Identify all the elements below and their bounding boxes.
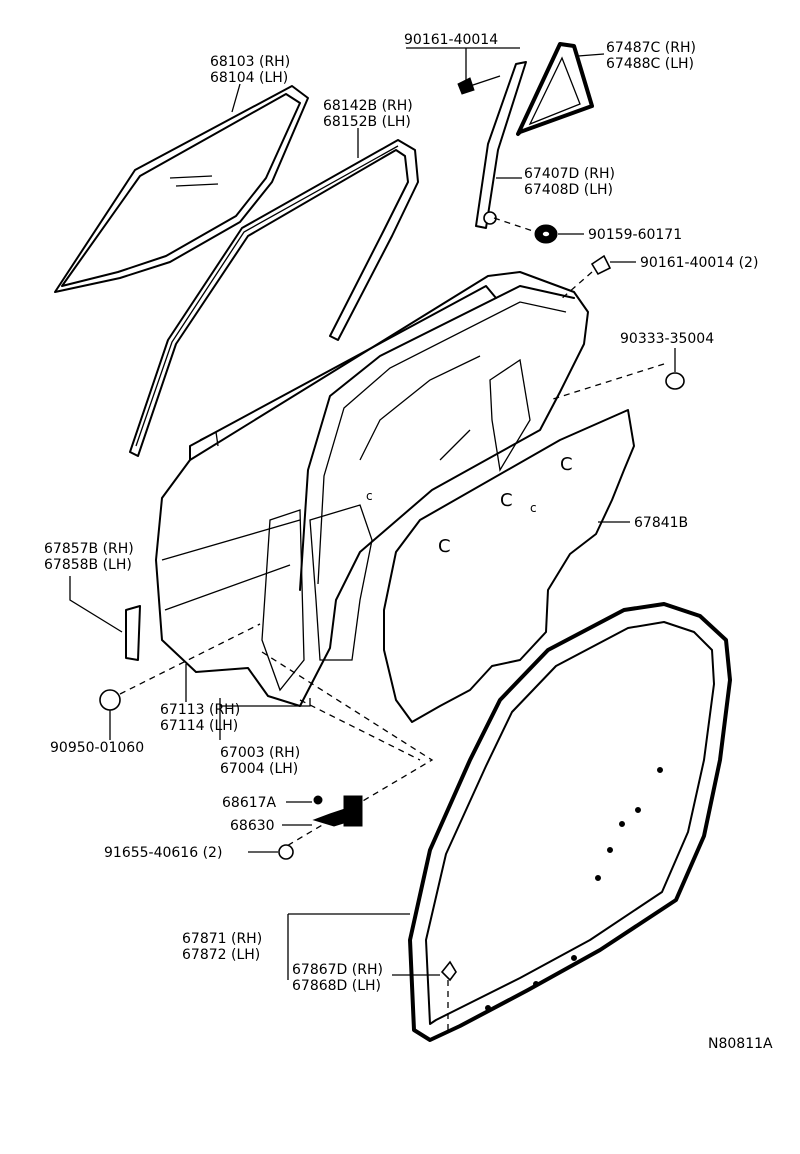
label-clip-rh: 67867D (RH) <box>292 962 383 978</box>
nut-dash <box>493 217 537 233</box>
service-cover: C C C c c <box>366 409 635 723</box>
plug-right <box>665 372 685 390</box>
label-frame-rh: 67407D (RH) <box>524 166 615 182</box>
screw-top-leader <box>406 47 520 80</box>
plug-right-dash <box>549 363 665 401</box>
label-frame-lh: 67408D (LH) <box>524 182 613 198</box>
label-clip-lh: 67868D (LH) <box>292 978 381 994</box>
strip-leader <box>287 913 410 980</box>
label-strip-lh: 67872 (LH) <box>182 947 260 963</box>
label-check: 68630 <box>230 818 275 834</box>
label-screw-top: 90161-40014 <box>404 32 498 48</box>
door-check <box>278 795 363 860</box>
nut <box>534 224 558 244</box>
label-glass-lh: 68104 (LH) <box>210 70 288 86</box>
svg-text:C: C <box>560 454 573 475</box>
plug-left <box>99 689 121 711</box>
division-frame <box>475 61 527 229</box>
label-run-rh: 68142B (RH) <box>323 98 413 114</box>
label-plug-right: 90333-35004 <box>620 331 714 347</box>
pad <box>125 605 141 661</box>
label-panel-rh: 67003 (RH) <box>220 745 300 761</box>
label-cover: 67841B <box>634 515 688 531</box>
quarter-leader <box>577 53 605 57</box>
glass-run <box>129 139 419 457</box>
svg-text:c: c <box>530 501 537 515</box>
door-glass <box>54 85 309 293</box>
pad-leader <box>69 576 123 633</box>
label-pin: 68617A <box>222 795 277 811</box>
screw-top <box>457 75 501 95</box>
label-screw-2: 90161-40014 (2) <box>640 255 758 271</box>
quarter-window <box>516 42 594 136</box>
label-bolt: 91655-40616 (2) <box>104 845 222 861</box>
label-plug-left: 90950-01060 <box>50 740 144 756</box>
label-glass-rh: 68103 (RH) <box>210 54 290 70</box>
label-run-lh: 68152B (LH) <box>323 114 411 130</box>
label-weather-lh: 67114 (LH) <box>160 718 238 734</box>
svg-text:C: C <box>438 536 451 557</box>
svg-text:C: C <box>500 490 513 511</box>
label-quarter-lh: 67488C (LH) <box>606 56 694 72</box>
label-strip-rh: 67871 (RH) <box>182 931 262 947</box>
screw-2 <box>590 254 612 276</box>
panel-leader <box>219 698 311 740</box>
label-pad-lh: 67858B (LH) <box>44 557 132 573</box>
label-pad-rh: 67857B (RH) <box>44 541 134 557</box>
clip <box>440 960 457 982</box>
label-panel-lh: 67004 (LH) <box>220 761 298 777</box>
door-weatherstrip <box>408 602 732 1042</box>
diagram-code: N80811A <box>708 1036 773 1052</box>
door-panel <box>155 271 589 707</box>
label-nut: 90159-60171 <box>588 227 682 243</box>
plug-left-dash <box>119 623 261 695</box>
svg-text:c: c <box>366 489 373 503</box>
label-weather-rh: 67113 (RH) <box>160 702 240 718</box>
glass-leader <box>231 83 241 113</box>
label-quarter-rh: 67487C (RH) <box>606 40 696 56</box>
